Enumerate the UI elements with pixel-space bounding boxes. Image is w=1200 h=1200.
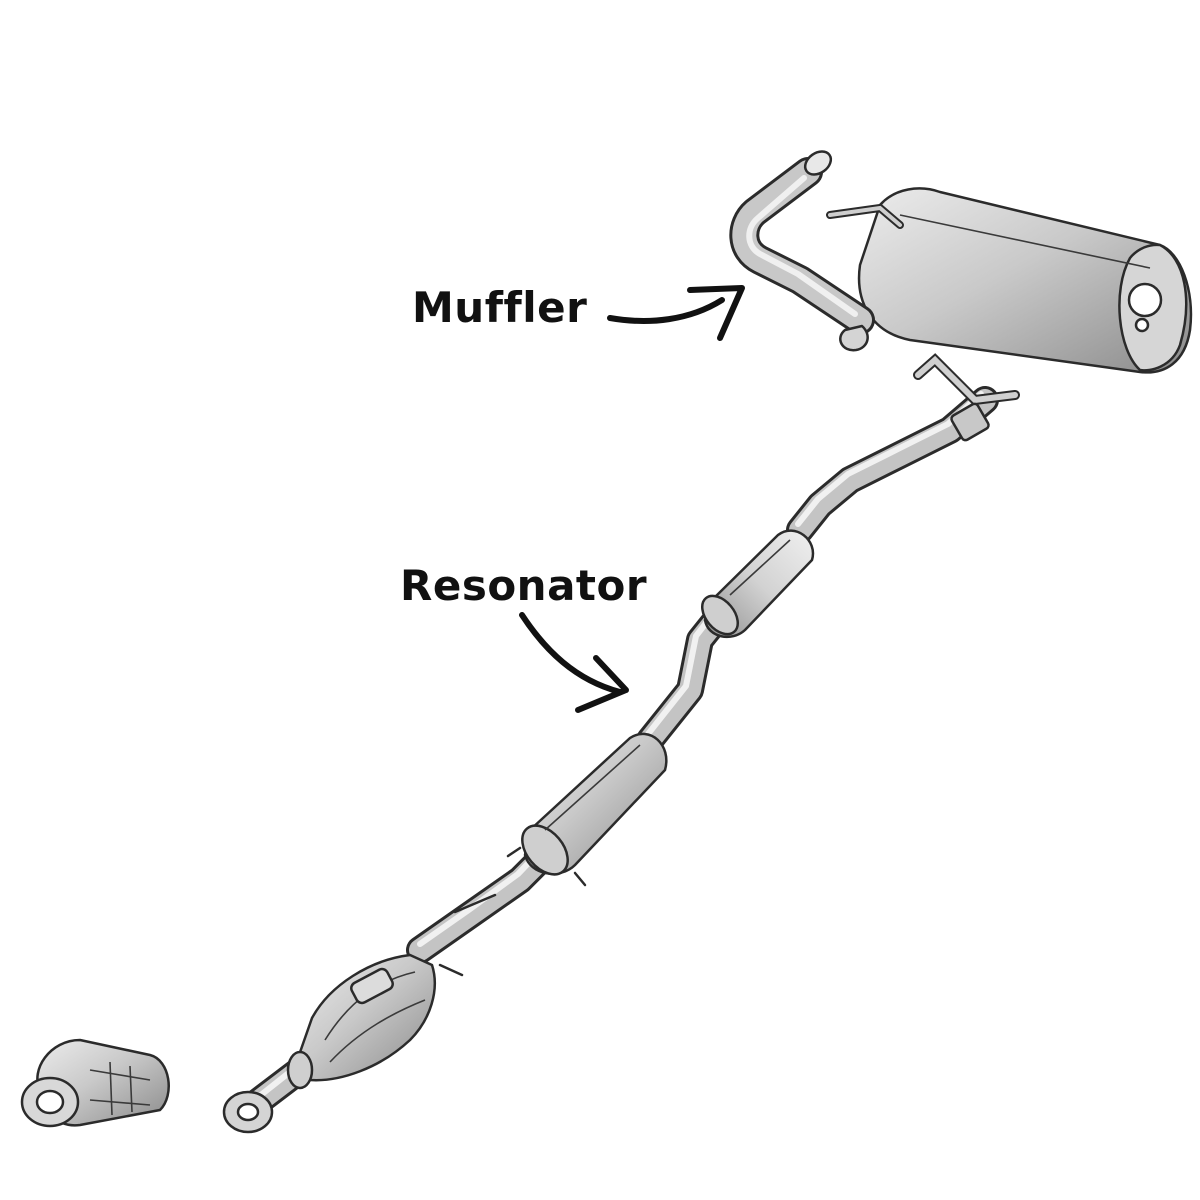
rear-hanger-bracket (913, 353, 1020, 442)
exhaust-pipe (236, 386, 999, 1122)
muffler-label: Muffler (412, 283, 587, 332)
muffler-tailpipe (729, 150, 904, 352)
resonator-body (506, 732, 668, 887)
intermediate-chamber (701, 529, 815, 639)
resonator-callout-arrow (519, 612, 629, 713)
catalytic-converter (286, 893, 497, 1090)
inlet-flange (222, 1090, 274, 1134)
muffler-callout-arrow (607, 285, 745, 341)
resonator-label: Resonator (400, 561, 647, 610)
front-flange-pipe (20, 1038, 170, 1128)
muffler-body (857, 187, 1193, 374)
